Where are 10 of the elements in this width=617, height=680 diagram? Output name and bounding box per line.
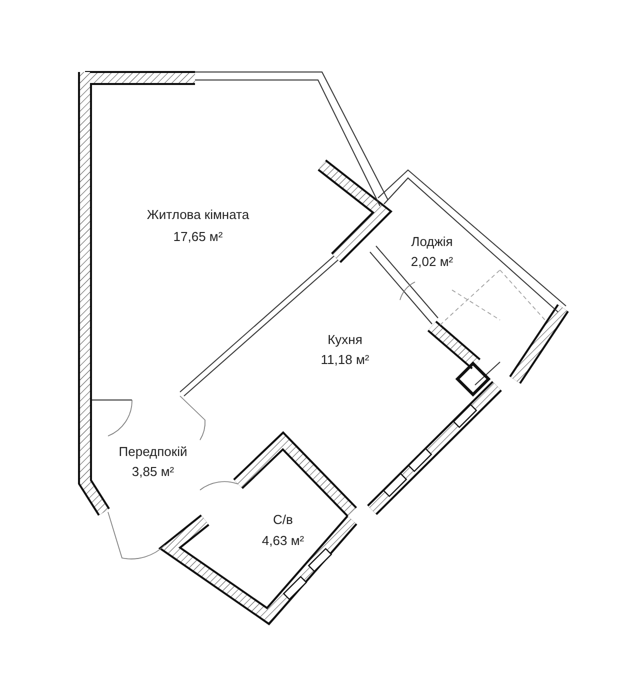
room-area: 17,65 м² bbox=[173, 229, 223, 244]
room-name: Кухня bbox=[328, 332, 362, 347]
room-name: С/в bbox=[273, 512, 293, 527]
room-area: 2,02 м² bbox=[410, 254, 454, 269]
room-name: Житлова кімната bbox=[146, 207, 250, 222]
room-name: Передпокій bbox=[118, 444, 188, 459]
room-area: 3,85 м² bbox=[132, 464, 174, 479]
room-area: 11,18 м² bbox=[320, 352, 370, 367]
room-name: Лоджія bbox=[411, 234, 453, 249]
room-area: 4,63 м² bbox=[262, 533, 304, 548]
